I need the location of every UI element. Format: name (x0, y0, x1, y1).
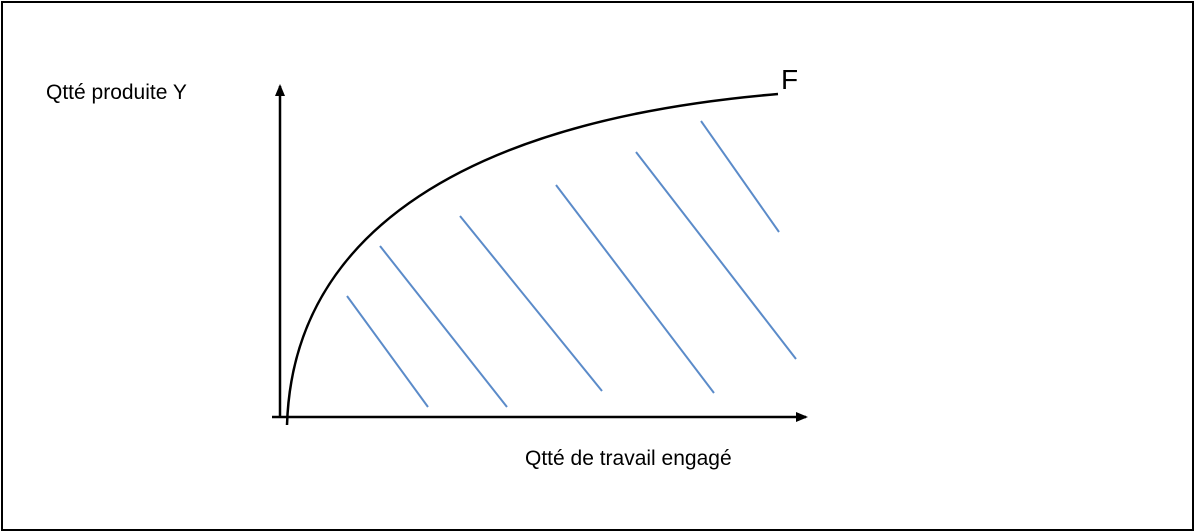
hatch-line (346, 295, 429, 408)
hatch-line (555, 184, 715, 394)
hatch-lines (346, 120, 797, 408)
hatch-line (635, 151, 797, 360)
hatch-line (700, 120, 780, 233)
x-axis-label: Qtté de travail engagé (525, 447, 732, 470)
curve-label-f: F (781, 64, 799, 95)
y-axis-label: Qtté produite Y (46, 81, 187, 104)
hatch-line (379, 245, 508, 408)
production-curve-f (285, 92, 779, 426)
hatch-line (459, 215, 603, 392)
